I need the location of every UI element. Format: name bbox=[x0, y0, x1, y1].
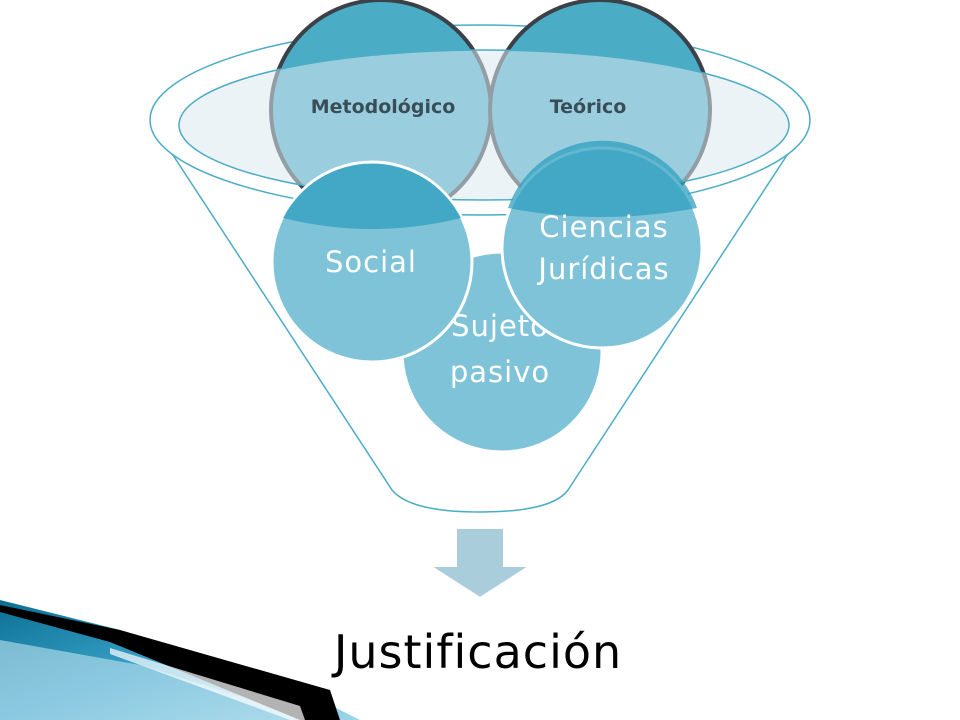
funnel-rim-band bbox=[178, 49, 790, 201]
ciencias-circle-top-band bbox=[508, 140, 697, 217]
corner-swoosh-light bbox=[0, 640, 300, 720]
teorico-label: Teórico bbox=[550, 96, 627, 118]
social-circle-top-band bbox=[283, 163, 461, 229]
ciencias-juridicas-label-line2: Jurídicas bbox=[536, 252, 669, 286]
funnel-outline bbox=[149, 119, 811, 513]
corner-swoosh-dark-line bbox=[0, 605, 340, 720]
metodologico-label: Metodológico bbox=[311, 96, 456, 118]
social-label: Social bbox=[325, 245, 417, 279]
corner-swoosh-white-line bbox=[110, 648, 305, 720]
justificacion-label: Justificación bbox=[331, 625, 622, 679]
ciencias-juridicas-label-line1: Ciencias bbox=[539, 210, 668, 244]
sujeto-pasivo-label-line2: pasivo bbox=[450, 355, 550, 389]
down-arrow-icon bbox=[426, 527, 534, 600]
